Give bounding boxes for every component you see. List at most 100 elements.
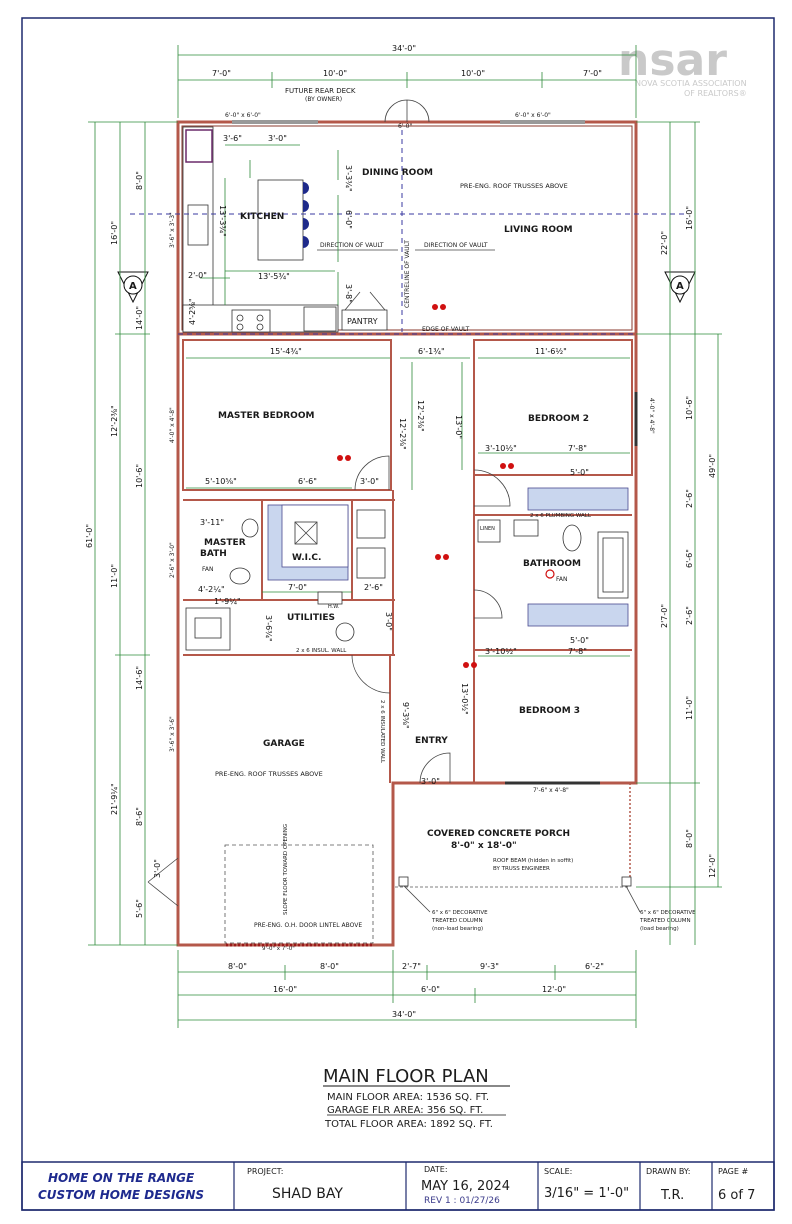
note-col-left-1: 6" x 6" DECORATIVE — [432, 910, 488, 916]
nsar-logo: nsar NOVA SCOTIA ASSOCIATION OF REALTORS… — [618, 35, 747, 98]
section-right: A — [676, 281, 684, 292]
dim-left-f: 11'-0" — [110, 564, 119, 588]
win-top-right: 6'-0" x 6'-0" — [515, 112, 551, 119]
win-garage: 3'-6" x 3'-6" — [169, 716, 176, 752]
dim-left-b: 16'-0" — [110, 221, 119, 245]
note-garage-door: 9'-0" x 7'-0" — [262, 946, 295, 952]
dim-right-a: 16'-0" — [685, 206, 694, 230]
dim-bath-e: 7'-8" — [568, 647, 587, 656]
dim-mbath-b: 6'-6" — [298, 477, 317, 486]
room-living: LIVING ROOM — [504, 225, 573, 235]
page-value: 6 of 7 — [718, 1188, 755, 1203]
title-line2: GARAGE FLR AREA: 356 SQ. FT. — [327, 1105, 483, 1116]
plan-title: MAIN FLOOR PLAN MAIN FLOOR AREA: 1536 SQ… — [323, 1066, 510, 1130]
dim-mbath-c: 3'-0" — [360, 477, 379, 486]
dim-b2-h: 13'-0" — [454, 415, 463, 439]
note-centreline: CENTRELINE OF VAULT — [404, 240, 411, 308]
note-fan-bath: FAN — [556, 576, 568, 583]
dim-left-i: 8'-6" — [135, 807, 144, 826]
room-master-bath-2: BATH — [200, 549, 227, 559]
note-hw: H.W. — [328, 604, 340, 610]
dim-left-d: 12'-2⅜" — [110, 405, 119, 437]
dim-k2: 3'-0" — [268, 134, 287, 143]
dim-top-d: 7'-0" — [583, 69, 602, 78]
room-kitchen: KITCHEN — [240, 212, 284, 222]
dim-k6: 13'-5¾" — [258, 272, 290, 281]
top-dimensions: 34'-0" 7'-0" 10'-0" 10'-0" 7'-0" — [177, 44, 637, 118]
scale-value: 3/16" = 1'-0" — [544, 1186, 629, 1201]
dim-ent-a: 9'-3⅝" — [401, 702, 410, 729]
dim-overall-top: 34'-0" — [392, 44, 416, 53]
bottom-dimensions: 8'-0" 8'-0" 2'-7" 9'-3" 6'-2" 16'-0" 6'-… — [177, 950, 637, 1028]
note-edge-vault: EDGE OF VAULT — [422, 326, 470, 333]
note-insulated-wall: 2 x 6 INSULATED WALL — [379, 700, 385, 764]
room-wic: W.I.C. — [292, 553, 321, 563]
note-trusses-top: PRE-ENG. ROOF TRUSSES ABOVE — [460, 182, 568, 190]
dim-right-j: 12'-0" — [708, 854, 717, 878]
master-bath-area: 5'-10⅝" 6'-6" 3'-0" 3'-11" 4'-2¼" 1'-9¼"… — [169, 477, 393, 694]
logo-line1: NOVA SCOTIA ASSOCIATION — [635, 79, 747, 88]
dim-k4: 13'-3¾" — [218, 205, 227, 237]
master-bedroom: 15'-4¾" 6'-1¾" 11'-6½" MASTER BEDROOM 12… — [169, 347, 630, 491]
dim-right-c: 10'-6" — [685, 396, 694, 420]
note-col-right-1: 6" x 6" DECORATIVE — [640, 910, 696, 916]
company-line1: HOME ON THE RANGE — [48, 1171, 195, 1185]
dim-left-k: 3'-0" — [153, 859, 162, 878]
dim-left-h: 21'-9¼" — [110, 783, 119, 815]
note-roof-beam-1: ROOF BEAM (hidden in soffit) — [493, 858, 573, 864]
dim-bath-b: 7'-8" — [568, 444, 587, 453]
company-line2: CUSTOM HOME DESIGNS — [38, 1188, 204, 1202]
project-label: PROJECT: — [247, 1167, 283, 1176]
right-dimensions: 16'-0" 22'-0" 10'-6" 2'-6" 6'-6" 2'-6" 2… — [636, 121, 722, 945]
project-name: SHAD BAY — [272, 1186, 343, 1202]
hall-entry: 9'-3⅝" 13'-0½" ENTRY 3'-0" 2 x 6 INSULAT… — [379, 554, 469, 786]
dim-mb-w: 15'-4¾" — [270, 347, 302, 356]
note-plumbing-wall: 2 x 6 PLUMBING WALL — [530, 513, 592, 519]
dim-mbath-a: 5'-10⅝" — [205, 477, 237, 486]
garage: GARAGE PRE-ENG. ROOF TRUSSES ABOVE SLOPE… — [147, 716, 374, 952]
note-door-lintel: PRE-ENG. O.H. DOOR LINTEL ABOVE — [254, 922, 362, 929]
title-main: MAIN FLOOR PLAN — [323, 1066, 489, 1087]
dim-top-a: 7'-0" — [212, 69, 231, 78]
date-value: MAY 16, 2024 — [421, 1179, 510, 1194]
title-line3: TOTAL FLOOR AREA: 1892 SQ. FT. — [324, 1119, 493, 1130]
note-slope-floor: SLOPE FLOOR TOWARD OPENING — [283, 824, 289, 915]
note-vault-left: DIRECTION OF VAULT — [320, 242, 384, 249]
room-bedroom3: BEDROOM 3 — [519, 706, 580, 716]
dim-hall-h: 12'-2⅜" — [416, 400, 425, 432]
dim-left-g: 14'-6" — [135, 666, 144, 690]
dim-bot2-c: 12'-0" — [542, 985, 566, 994]
dim-mbath-d: 3'-11" — [200, 518, 224, 527]
great-room: 3'-6" 3'-0" 3'-3¾" 13'-3¾" 6'-0" 13'-5¾"… — [130, 126, 685, 335]
dim-mbath-f: 1'-9¼" — [214, 597, 241, 606]
win-master-bath: 2'-6" x 3'-0" — [169, 542, 176, 578]
dim-util-a: 7'-0" — [288, 583, 307, 592]
note-trusses-garage: PRE-ENG. ROOF TRUSSES ABOVE — [215, 770, 323, 778]
dim-bath-f: 5'-0" — [570, 636, 589, 645]
page-label: PAGE # — [718, 1167, 748, 1176]
note-insul-wall: 2 x 6 INSUL. WALL — [296, 648, 347, 654]
porch: COVERED CONCRETE PORCH 8'-0" x 18'-0" RO… — [395, 783, 696, 932]
win-kitchen: 3'-6" x 3'-3" — [169, 212, 176, 248]
dim-bot2-a: 16'-0" — [273, 985, 297, 994]
title-line1: MAIN FLOOR AREA: 1536 SQ. FT. — [327, 1092, 489, 1103]
title-block: HOME ON THE RANGE CUSTOM HOME DESIGNS PR… — [21, 1161, 775, 1211]
room-dining: DINING ROOM — [362, 168, 433, 178]
bedroom-3: BEDROOM 3 7'-6" x 4'-8" — [463, 662, 600, 794]
note-vault-right: DIRECTION OF VAULT — [424, 242, 488, 249]
win-master-bedroom: 4'-0" x 4'-8" — [169, 407, 176, 443]
room-master-bath-1: MASTER — [204, 538, 246, 548]
dim-right-k: 49'-0" — [708, 454, 717, 478]
room-master-bedroom: MASTER BEDROOM — [218, 411, 314, 421]
dim-left-c: 14'-0" — [135, 306, 144, 330]
left-dimensions: 8'-0" 16'-0" 14'-0" 12'-2⅜" 10'-6" 11'-0… — [85, 121, 178, 946]
dim-right-f: 2'-6" — [685, 606, 694, 625]
dim-ent-b: 3'-0" — [421, 777, 440, 786]
dim-k7: 3'-8" — [344, 284, 353, 303]
door-top-size: 6'-0" — [398, 123, 412, 130]
dim-left-j: 5'-6" — [135, 899, 144, 918]
dim-bath-c: 5'-0" — [570, 468, 589, 477]
rev-value: REV 1 : 01/27/26 — [424, 1196, 500, 1206]
dim-k8: 2'-0" — [188, 271, 207, 280]
